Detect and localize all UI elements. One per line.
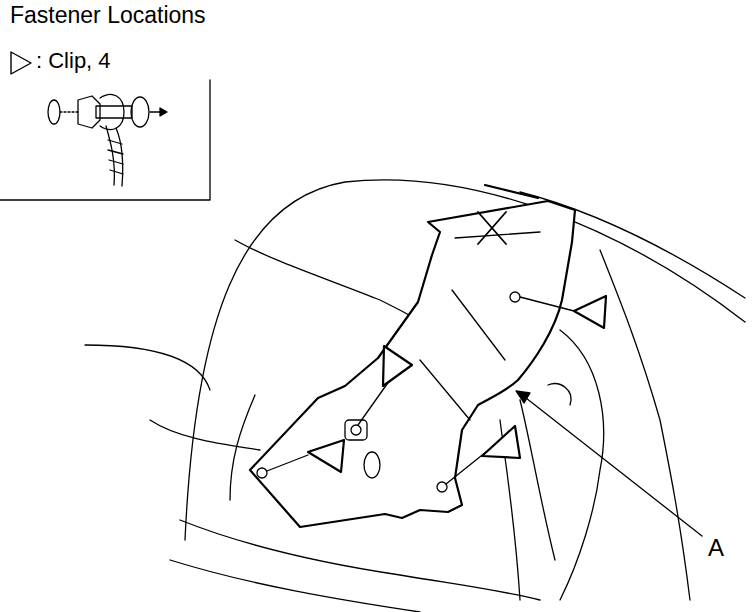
legend-text: : Clip, 4: [36, 50, 111, 72]
inset-frame: [0, 80, 210, 200]
clip-markers: [267, 296, 606, 484]
title: Fastener Locations: [10, 4, 206, 27]
leader-line: [516, 391, 702, 536]
bracket: [250, 185, 575, 527]
clip-icon: [48, 94, 167, 186]
body-panel: [85, 180, 745, 612]
legend-symbol: [11, 52, 31, 74]
callout-letter: A: [706, 536, 726, 560]
